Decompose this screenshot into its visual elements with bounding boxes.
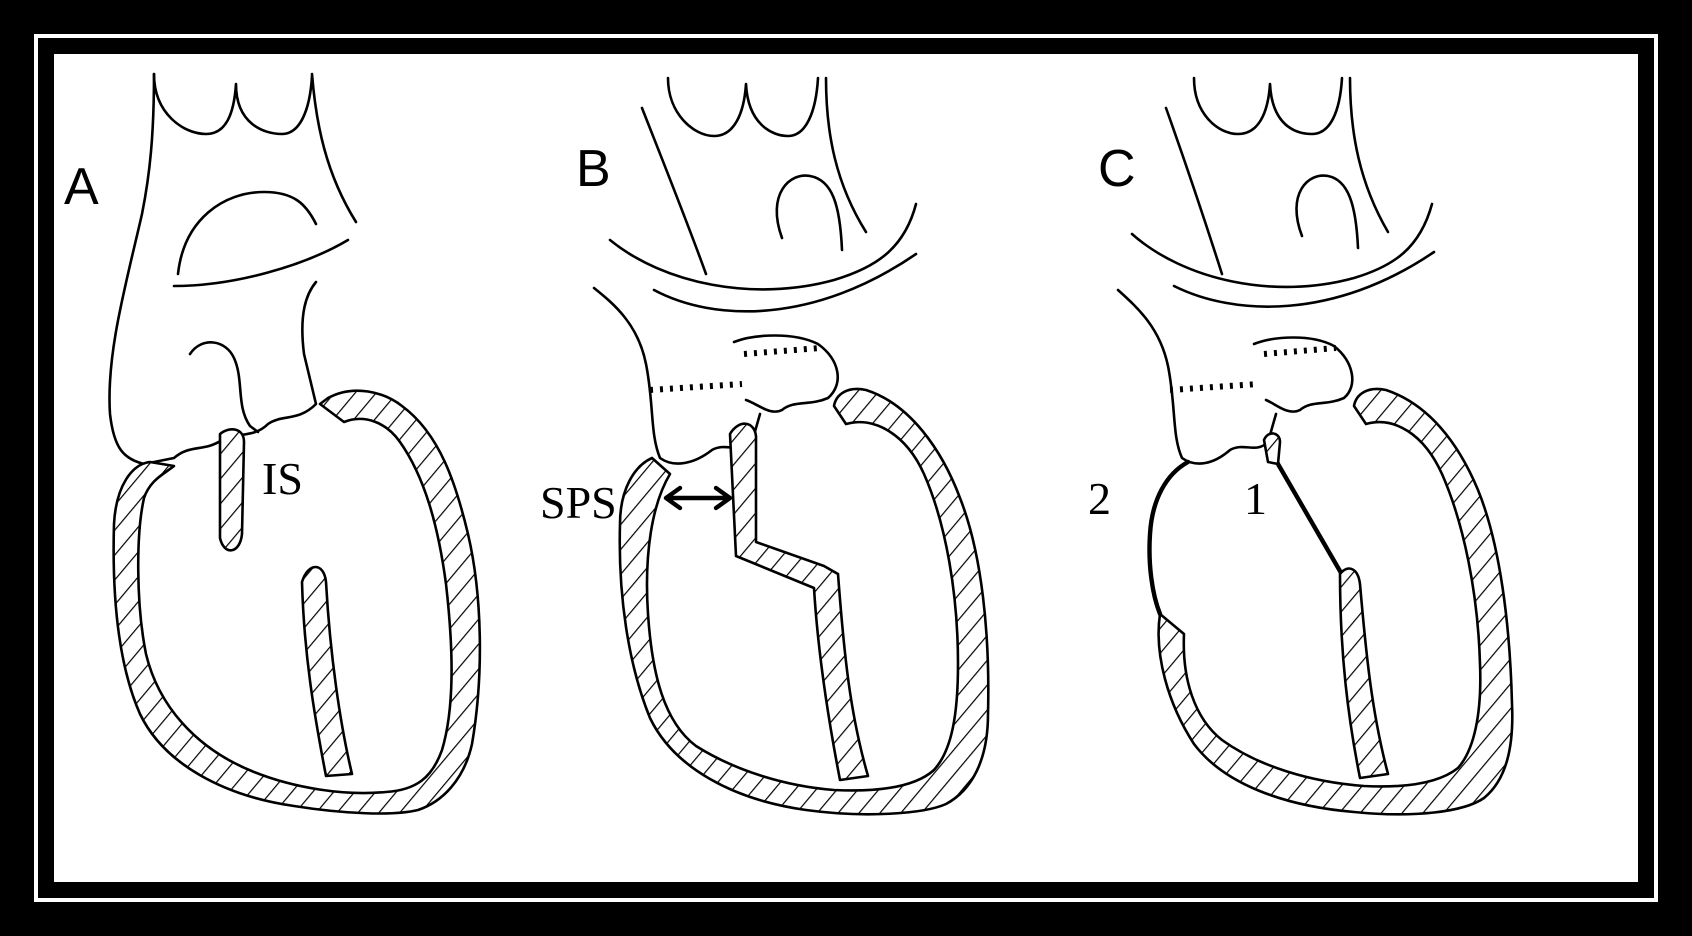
panel-a-muscular-septum	[302, 567, 352, 776]
panel-b-hatched-band-left	[650, 384, 742, 390]
panel-a-label: A	[64, 158, 99, 216]
panel-a-trunk-right	[312, 74, 356, 222]
panel-c-trunk-left	[1166, 108, 1222, 274]
panel-b-sps-arrow	[666, 488, 730, 508]
panel-c-ventricular-wall	[1159, 389, 1513, 814]
panel-c-defect-line-2	[1149, 462, 1188, 614]
panel-a-is-label: IS	[262, 453, 303, 504]
panel-b-trunk-left	[642, 108, 706, 274]
panel-b-crista	[734, 336, 838, 412]
panel-c-trunk-right	[1350, 78, 1388, 232]
panel-a-great-artery	[178, 192, 316, 274]
panel-c-muscular-septum	[1340, 569, 1388, 778]
panel-b: B SPS	[540, 78, 988, 814]
panel-c-crista	[1254, 338, 1352, 412]
panel-c-hatched-band-right	[1264, 348, 1336, 354]
panel-c-defect-line-1	[1270, 444, 1344, 578]
heart-septation-figure: A IS B SP	[54, 54, 1638, 882]
panel-c-hatched-band-left	[1170, 384, 1258, 390]
panel-b-septal-segment	[730, 424, 868, 780]
panel-b-second-artery	[777, 176, 842, 250]
panel-c-valve-cusps	[1194, 78, 1342, 134]
panel-c-marker-2: 2	[1088, 473, 1111, 524]
panel-b-label: B	[576, 140, 611, 198]
panel-c-great-artery	[1132, 204, 1434, 307]
panel-c-label: C	[1098, 140, 1136, 198]
panel-b-sps-label: SPS	[540, 477, 617, 528]
panel-b-trunk-right	[826, 78, 866, 232]
panel-b-hatched-band-right	[744, 348, 820, 354]
panel-c: C 2 1	[1088, 78, 1512, 814]
panel-c-septal-stub	[1264, 433, 1280, 464]
panel-a-valve-cusps	[154, 74, 312, 134]
panel-c-outflow-body	[1118, 290, 1276, 464]
panel-b-ventricular-wall	[620, 389, 989, 814]
panel-a: A IS	[64, 74, 480, 813]
panel-a-artery-band	[174, 240, 348, 286]
panel-c-second-artery	[1296, 176, 1358, 248]
panel-c-marker-1: 1	[1244, 473, 1267, 524]
figure-canvas: A IS B SP	[54, 54, 1638, 882]
panel-a-infundibular-fold	[190, 342, 258, 432]
panel-b-valve-cusps	[668, 78, 818, 136]
panel-b-great-artery	[610, 204, 916, 311]
panel-a-inlet-septum	[220, 429, 244, 550]
